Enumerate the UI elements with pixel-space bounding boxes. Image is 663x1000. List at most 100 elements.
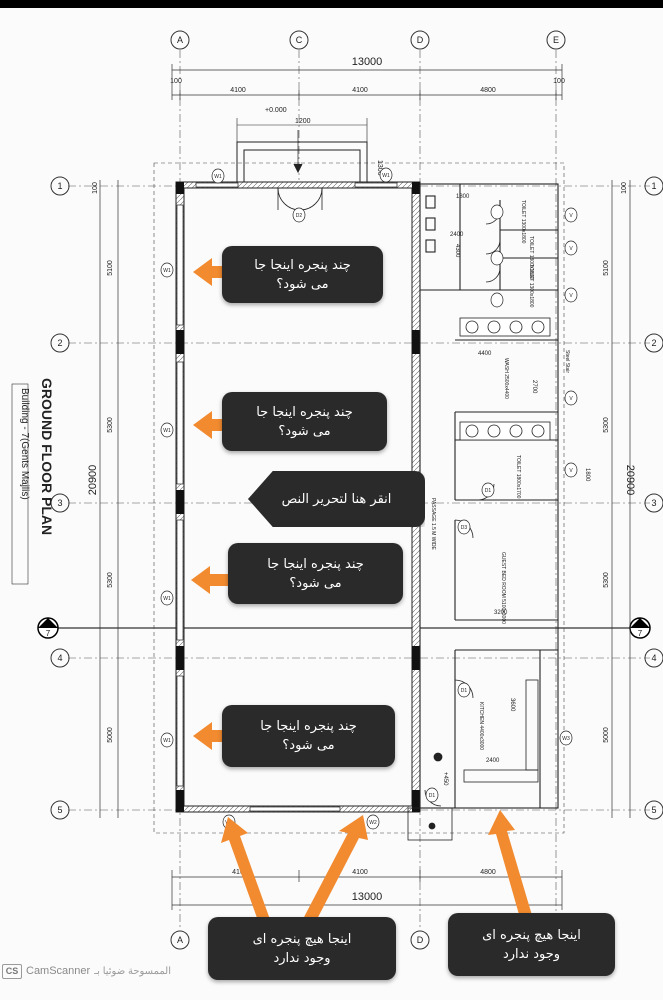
- room-kitchen: KITCHEN 4400x3000: [478, 702, 484, 750]
- tag-w1-c: W1: [163, 268, 171, 274]
- vent-tag-5: V: [569, 468, 573, 474]
- annotation-click-to-edit[interactable]: انقر هنا لتحرير النص: [248, 471, 425, 527]
- side-dimension-lines: [99, 180, 631, 818]
- annotation-no-window-left[interactable]: اینجا هیچ پنجره ای وجود ندارد: [208, 917, 396, 980]
- left-dim-3: 5300: [107, 417, 114, 433]
- section-marker-right-label: 7: [638, 629, 643, 638]
- annotation-no-window-right-line1: اینجا هیچ پنجره ای: [482, 927, 581, 943]
- level-mark: +0.000: [265, 107, 287, 114]
- room-steel-stair: Steel Stair: [564, 350, 570, 373]
- porch-depth-dim: 1300: [376, 160, 383, 176]
- main-door: [277, 187, 323, 211]
- int-dim-2400b: 2400: [486, 758, 500, 764]
- camscanner-watermark: CS CamScanner الممسوحة ضوئيا بـ: [2, 963, 171, 979]
- int-dim-2400: 2400: [450, 232, 464, 238]
- int-dim-3200: 3200: [494, 610, 508, 616]
- annotation-question-3-line2: می شود؟: [289, 575, 342, 591]
- grid-head-a: [170, 30, 190, 50]
- annotation-no-window-left-line1: اینجا هیچ پنجره ای: [252, 931, 352, 947]
- top-dim-4: 4800: [480, 87, 496, 94]
- right-dim-5: 5000: [603, 727, 610, 743]
- annotation-no-window-left-line2: وجود ندارد: [273, 950, 331, 966]
- overall-width-top: 13000: [352, 56, 383, 68]
- tag-w2: W2: [369, 820, 377, 826]
- room-toilet-1: TOILET 1300x1800: [520, 200, 526, 244]
- tag-d1-a: D1: [485, 488, 492, 494]
- entrance-porch: [236, 118, 368, 187]
- grid-foot-label-d: D: [417, 935, 424, 945]
- grid-label-c: C: [296, 35, 303, 45]
- left-dim-5: 5000: [107, 727, 114, 743]
- section-marker-left: 7: [37, 617, 59, 639]
- grid-head-e: [546, 30, 566, 50]
- room-wash: WASH 2500x4400: [503, 358, 509, 399]
- room-toilet-2: TOILET 1300x1800: [528, 236, 534, 280]
- porch-dim: 1200: [295, 118, 311, 125]
- left-dim-4: 5300: [107, 572, 114, 588]
- room-toilet-3: TOILET 1300x1800: [528, 264, 534, 308]
- top-dim-5: 100: [553, 78, 565, 85]
- grid-row-heads: [50, 176, 663, 820]
- arrow-icon-6: [303, 815, 368, 925]
- right-dim-2: 5100: [603, 260, 610, 276]
- tag-w1-f: W1: [163, 738, 171, 744]
- left-wall-windows: [176, 204, 184, 787]
- vent-tag-1: V: [569, 213, 573, 219]
- int-dim-4400: 4400: [478, 351, 492, 357]
- arrow-icon-4: [193, 722, 244, 750]
- plan-title: GROUND FLOOR PLAN: [39, 378, 55, 535]
- tag-w3: W3: [562, 736, 570, 742]
- tag-d1-b: D1: [461, 688, 468, 694]
- camscanner-name: CamScanner: [26, 965, 91, 977]
- arrow-icon-1: [193, 258, 246, 286]
- section-marker-left-label: 7: [46, 629, 51, 638]
- int-dim-4300: 4300: [454, 244, 460, 258]
- row-label-2l: 2: [57, 338, 62, 348]
- row-label-5l: 5: [57, 805, 62, 815]
- annotation-question-2-line1: چند پنجره اینجا جا: [256, 404, 353, 420]
- orange-arrows: [191, 258, 534, 929]
- int-dim-1800: 1800: [456, 194, 470, 200]
- grid-foot-label-a: A: [177, 935, 183, 945]
- overall-depth-right: 20900: [624, 465, 636, 496]
- row-label-3r: 3: [651, 498, 656, 508]
- top-dim-3: 4100: [352, 87, 368, 94]
- section-marker-right: 7: [629, 617, 651, 639]
- right-dim-3: 5300: [603, 417, 610, 433]
- room-toilet-4: TOILET 1800x1700: [515, 455, 521, 499]
- vent-tag-3: V: [569, 293, 573, 299]
- plan-subtitle: Building - 7(Gents Majlis): [19, 388, 30, 500]
- grid-column-heads: [170, 30, 566, 950]
- bottom-dim-1: 410: [232, 869, 244, 876]
- vent-tag-2: V: [569, 246, 573, 252]
- bottom-dim-3: 4800: [480, 869, 496, 876]
- left-dim-1: 100: [92, 182, 99, 194]
- tag-d1-c: D1: [429, 793, 436, 799]
- element-tags: [160, 167, 393, 830]
- title-block: GROUND FLOOR PLAN Building - 7(Gents Maj…: [11, 378, 55, 585]
- grid-label-d: D: [417, 35, 424, 45]
- annotation-question-4-line2: می شود؟: [282, 738, 335, 753]
- tag-w1-b: W1: [382, 173, 390, 179]
- left-dim-2: 5100: [107, 260, 114, 276]
- bottom-dim-2: 4100: [352, 869, 368, 876]
- tag-w1-d: W1: [163, 428, 171, 434]
- int-dim-3600: 3600: [509, 698, 515, 712]
- annotation-question-2[interactable]: چند پنجره اینجا جا می شود؟: [222, 392, 387, 451]
- row-label-5r: 5: [651, 805, 656, 815]
- arrow-icon-5: [221, 817, 272, 929]
- top-dim-1: 100: [170, 78, 182, 85]
- tag-d3: D3: [461, 525, 468, 531]
- grid-foot-a: [170, 930, 190, 950]
- grid-head-c: [289, 30, 309, 50]
- grid-foot-d: [410, 930, 430, 950]
- arrow-icon-7: [488, 810, 534, 925]
- room-guest-bedroom: GUEST BED ROOM 5100x3000: [500, 552, 506, 624]
- annotation-question-2-line2: می شود؟: [278, 423, 331, 439]
- int-dim-1800b: 1800: [584, 468, 590, 482]
